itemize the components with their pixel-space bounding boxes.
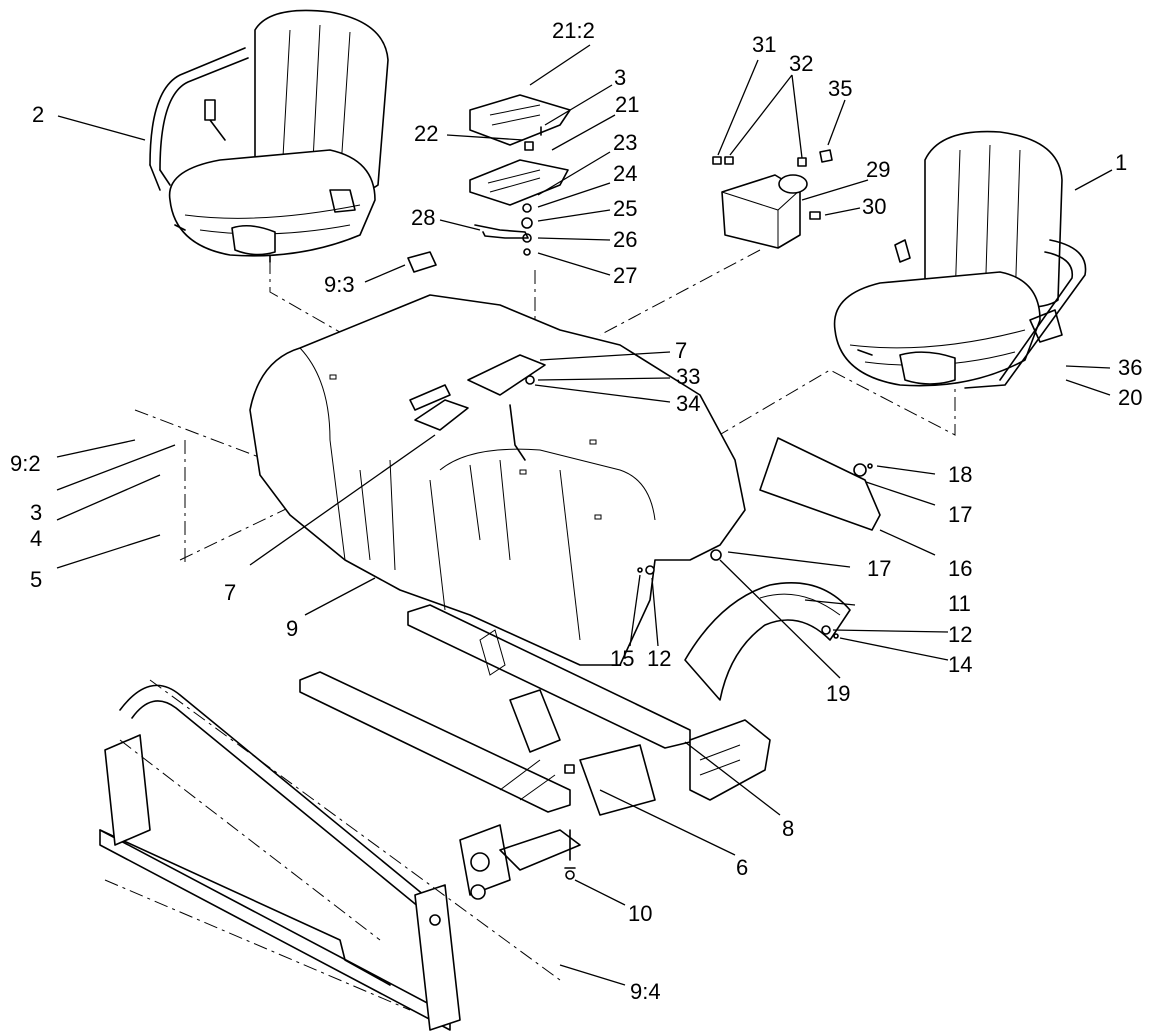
callout-4: 4 xyxy=(30,526,42,551)
callout-17-upper: 17 xyxy=(948,502,972,527)
callout-30: 30 xyxy=(862,194,886,219)
callout-23: 23 xyxy=(613,130,637,155)
callout-35: 35 xyxy=(828,76,852,101)
callout-12-right: 12 xyxy=(948,622,972,647)
fuel-tank xyxy=(712,149,833,249)
callout-7-left: 7 xyxy=(224,580,236,605)
fender xyxy=(637,549,851,701)
callout-11: 11 xyxy=(948,591,971,616)
callout-18: 18 xyxy=(948,462,972,487)
callout-1: 1 xyxy=(1115,150,1127,175)
roll-bar-frame xyxy=(99,679,561,1031)
callout-16: 16 xyxy=(948,556,972,581)
callout-21-2: 21:2 xyxy=(552,18,595,43)
callout-9-3: 9:3 xyxy=(324,272,355,297)
seat-right xyxy=(833,130,1087,389)
callout-36: 36 xyxy=(1118,355,1142,380)
callout-5: 5 xyxy=(30,567,42,592)
callout-3-left: 3 xyxy=(30,500,42,525)
plates-and-hardware xyxy=(407,94,571,273)
callout-27: 27 xyxy=(613,263,637,288)
callout-33: 33 xyxy=(676,364,700,389)
callout-25: 25 xyxy=(613,196,637,221)
callout-9-2: 9:2 xyxy=(10,451,41,476)
callout-22: 22 xyxy=(414,121,438,146)
callout-15: 15 xyxy=(610,646,634,671)
callout-32: 32 xyxy=(789,51,813,76)
callout-28: 28 xyxy=(411,205,435,230)
callout-20: 20 xyxy=(1118,385,1142,410)
seat-left xyxy=(149,9,389,263)
callout-21: 21 xyxy=(615,92,639,117)
callout-24: 24 xyxy=(613,161,637,186)
main-body xyxy=(249,294,746,666)
callout-2: 2 xyxy=(32,102,44,127)
callout-34: 34 xyxy=(676,391,700,416)
callout-9-4: 9:4 xyxy=(630,979,661,1004)
leader-lines xyxy=(56,44,1113,986)
callout-26: 26 xyxy=(613,227,637,252)
callout-31: 31 xyxy=(752,32,776,57)
callout-labels: 21:2 3 21 22 23 24 28 25 26 27 31 32 35 … xyxy=(10,18,1142,1004)
chassis-frame xyxy=(299,604,771,900)
callout-17-lower: 17 xyxy=(867,556,891,581)
callout-9: 9 xyxy=(286,616,298,641)
callout-10: 10 xyxy=(628,901,652,926)
callout-19: 19 xyxy=(826,681,850,706)
callout-12-mid: 12 xyxy=(647,646,671,671)
side-cover xyxy=(759,437,881,531)
callout-6: 6 xyxy=(736,855,748,880)
callout-14: 14 xyxy=(948,652,972,677)
callout-8: 8 xyxy=(782,816,794,841)
callout-3-top: 3 xyxy=(614,65,626,90)
callout-7-top: 7 xyxy=(675,338,687,363)
callout-29: 29 xyxy=(866,157,890,182)
